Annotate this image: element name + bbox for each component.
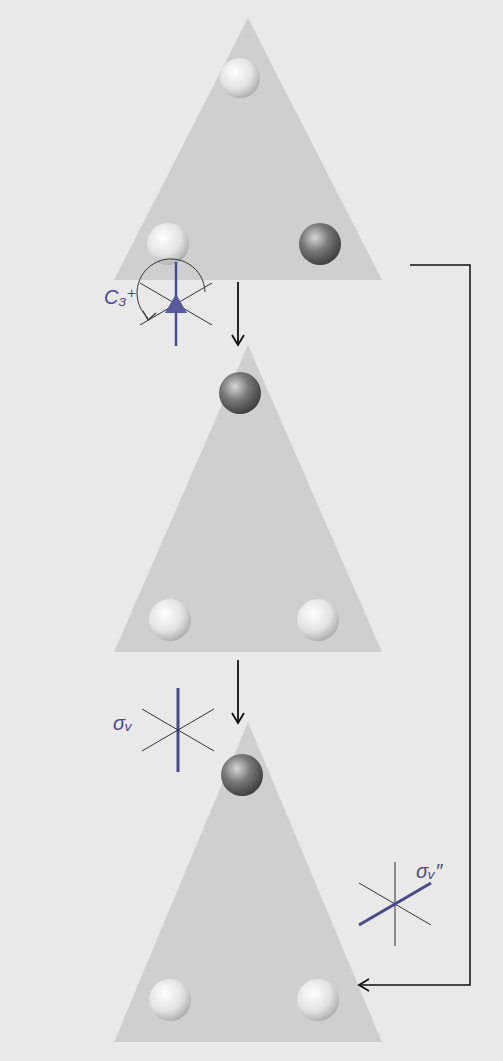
operation-arrow — [237, 660, 239, 722]
atom — [220, 58, 260, 98]
operation-arrow — [360, 265, 470, 985]
mirror-plane-symbol — [142, 688, 214, 772]
operation-arrow — [237, 282, 239, 344]
atom — [297, 599, 339, 641]
c3-symbol — [137, 259, 212, 346]
symmetry-label: σᵥ — [113, 712, 132, 734]
atom — [299, 223, 341, 265]
atom — [149, 599, 191, 641]
atom — [221, 754, 263, 796]
atom — [149, 979, 191, 1021]
atom — [297, 979, 339, 1021]
symmetry-label: C₃⁺ — [104, 286, 137, 308]
molecule-triangle — [114, 722, 382, 1042]
molecule-triangle — [114, 18, 382, 280]
symmetry-label: σᵥ″ — [416, 860, 442, 882]
atom — [219, 372, 261, 414]
molecule-triangle — [114, 345, 382, 652]
